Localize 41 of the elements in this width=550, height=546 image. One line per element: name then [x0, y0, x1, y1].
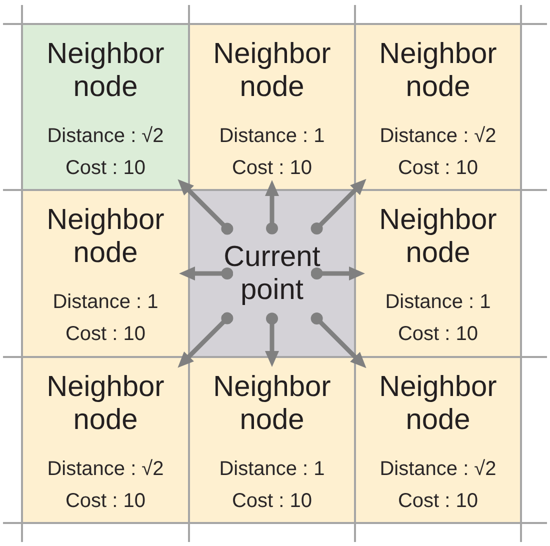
arrow [265, 312, 279, 367]
neighbor-cell [189, 357, 355, 523]
distance-text: Distance : 1 [219, 457, 325, 482]
neighbor-cell [22, 190, 189, 357]
cost-text: Cost : 10 [65, 489, 146, 514]
arrow [179, 266, 234, 280]
cost-text: Cost : 10 [232, 489, 312, 514]
cost-text: Cost : 10 [65, 156, 146, 181]
neighbor-cell [189, 24, 355, 190]
distance-text: Distance : 1 [385, 290, 491, 315]
node-title: Neighbor node [46, 38, 166, 104]
node-title: Neighbor node [378, 38, 498, 104]
node-title: Neighbor node [212, 38, 332, 104]
node-title: Neighbor node [378, 371, 498, 437]
node-title: Neighbor node [46, 371, 166, 437]
neighbor-cell [355, 190, 521, 357]
arrow [310, 177, 368, 234]
node-title: Neighbor node [378, 204, 498, 270]
distance-text: Distance : √2 [47, 124, 164, 149]
arrow [176, 312, 234, 370]
node-title: Current point [222, 240, 322, 306]
neighbor-cell [355, 357, 521, 523]
cost-text: Cost : 10 [65, 322, 146, 347]
neighbor-cell [22, 24, 189, 190]
node-title: Neighbor node [46, 204, 166, 270]
arrow [310, 312, 368, 370]
cost-text: Cost : 10 [398, 322, 478, 347]
cost-text: Cost : 10 [398, 489, 478, 514]
distance-text: Distance : 1 [219, 124, 325, 149]
arrow [176, 178, 234, 235]
node-title: Neighbor node [212, 371, 332, 437]
neighbor-cell [355, 24, 521, 190]
cost-text: Cost : 10 [398, 156, 478, 181]
neighbor-cell [22, 357, 189, 523]
distance-text: Distance : 1 [52, 290, 158, 315]
distance-text: Distance : √2 [47, 457, 164, 482]
cost-text: Cost : 10 [232, 156, 312, 181]
arrow [310, 266, 365, 280]
distance-text: Distance : √2 [380, 457, 496, 482]
distance-text: Distance : √2 [380, 124, 496, 149]
arrow [265, 180, 279, 234]
